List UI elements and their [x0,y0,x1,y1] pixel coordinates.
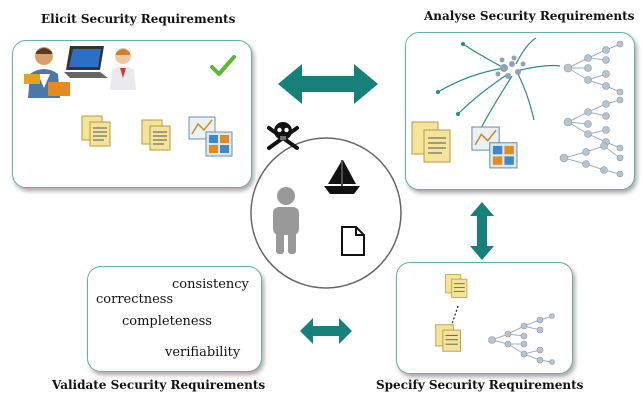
arrow-analyse-specify [470,202,494,260]
analyst-person-icon [110,48,136,90]
network-graph-icon [436,37,624,178]
document-icon [141,119,171,151]
stakeholder-person-icon [24,47,70,98]
quality-consistency: consistency [172,277,249,292]
specify-panel [396,262,573,374]
document-icon [81,115,111,147]
document-icon [411,121,451,163]
document-icon [435,324,461,352]
arrow-elicit-analyse [278,64,378,104]
quality-completeness: completeness [122,314,212,329]
pirate-icon [267,122,299,150]
elicit-panel [12,40,252,188]
arrow-specify-validate [300,318,352,344]
checkmark-icon [210,55,236,76]
validate-panel [87,266,262,372]
analyse-panel [405,32,635,190]
document-icon [445,274,468,298]
tree-graph-icon [488,313,555,365]
diagram-icon [471,126,518,169]
diagram-icon [188,116,233,157]
elicit-title: Elicit Security Requirements [41,12,236,26]
dotted-link [451,305,459,325]
quality-verifiability: verifiability [165,345,241,360]
laptop-icon [64,46,108,78]
person-silhouette-icon [273,187,299,254]
specify-title: Specify Security Requirements [376,378,584,392]
sailboat-icon [324,160,360,194]
analyse-title: Analyse Security Requirements [424,9,635,23]
validate-title: Validate Security Requirements [52,378,266,392]
blank-document-icon [341,226,365,256]
quality-correctness: correctness [96,292,174,307]
